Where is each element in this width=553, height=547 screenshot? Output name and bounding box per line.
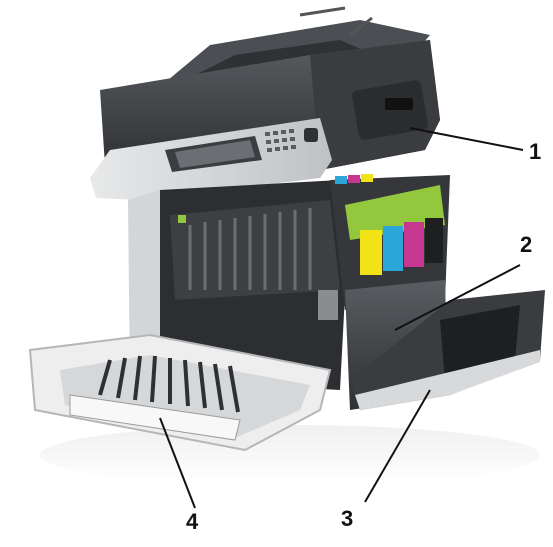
callout-2: 2 xyxy=(520,234,532,256)
callout-1: 1 xyxy=(529,141,541,163)
toner-cyan xyxy=(383,226,403,271)
callout-4: 4 xyxy=(186,511,198,533)
toner-magenta xyxy=(404,222,424,267)
toner-black xyxy=(425,218,443,263)
callout-3: 3 xyxy=(341,508,353,530)
toner-yellow xyxy=(360,230,382,275)
floor-shadow xyxy=(40,425,540,485)
